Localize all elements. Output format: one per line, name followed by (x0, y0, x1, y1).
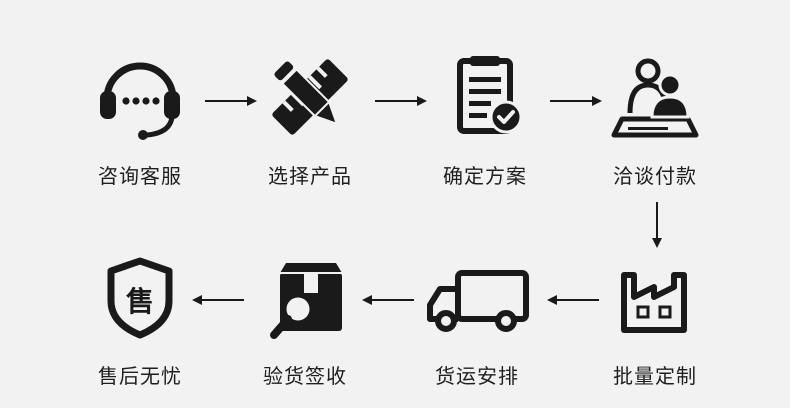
step-label: 批量定制 (613, 364, 697, 388)
step-inspect-sign: 验货签收 (245, 255, 365, 389)
arrow-left-icon (192, 295, 244, 305)
arrow-right-icon (375, 96, 427, 106)
factory-icon (621, 272, 687, 333)
box-magnifier-icon (270, 263, 342, 339)
step-confirm-plan: 确定方案 (425, 55, 545, 189)
step-negotiate-payment: 洽谈付款 (595, 55, 715, 189)
checklist-clipboard-icon (457, 56, 523, 134)
arrow-down-icon (652, 202, 662, 248)
headset-icon (100, 62, 180, 140)
step-label: 售后无忧 (98, 364, 182, 388)
arrow-left-icon (547, 295, 599, 305)
arrow-right-icon (550, 96, 602, 106)
delivery-truck-icon (427, 270, 529, 332)
badge-text: 售 (126, 285, 154, 318)
step-label: 咨询客服 (98, 164, 182, 188)
step-shipping: 货运安排 (417, 255, 537, 389)
arrow-right-icon (205, 96, 257, 106)
pencil-ruler-icon (272, 59, 348, 135)
step-choose-product: 选择产品 (250, 55, 370, 189)
after-sales-shield-icon: 售 (107, 257, 173, 339)
step-after-sales: 售 售后无忧 (80, 255, 200, 389)
step-label: 确定方案 (443, 164, 527, 188)
step-label: 验货签收 (263, 364, 347, 388)
step-label: 洽谈付款 (613, 164, 697, 188)
step-label: 货运安排 (435, 364, 519, 388)
step-batch-customize: 批量定制 (595, 255, 715, 389)
arrow-left-icon (362, 295, 414, 305)
meeting-people-icon (611, 58, 699, 138)
step-consult: 咨询客服 (80, 55, 200, 189)
step-label: 选择产品 (268, 164, 352, 188)
